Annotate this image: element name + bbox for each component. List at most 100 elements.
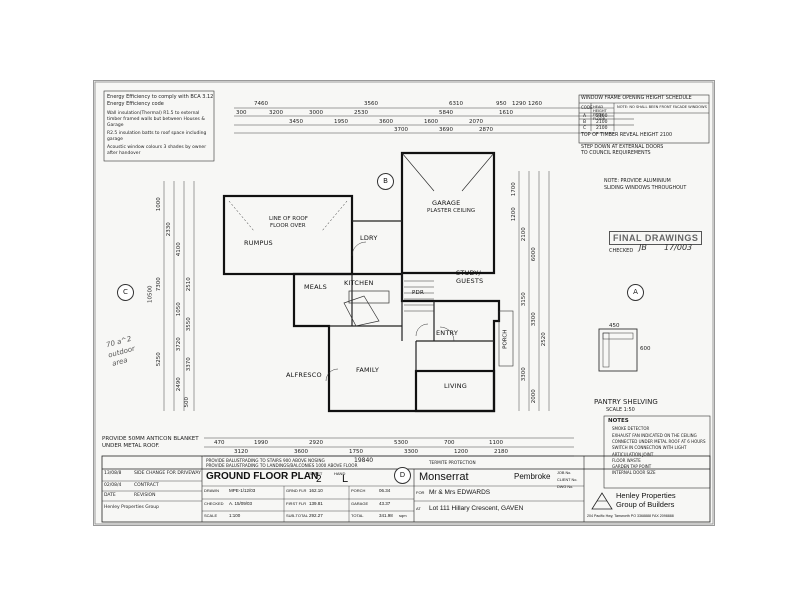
floor-over-label: FLOOR OVER	[270, 223, 306, 229]
pantry-scale: SCALE 1:50	[606, 407, 635, 413]
dimension-label: 5300	[394, 440, 408, 446]
company-name-2: Group of Builders	[616, 500, 675, 509]
client-name: Mr & Mrs EDWARDS	[429, 489, 491, 496]
energy-note-line: after handover	[107, 151, 141, 156]
job-label: DWG No.	[557, 485, 574, 489]
garage-ceiling-note: PLASTER CEILING	[427, 208, 476, 214]
schedule-header: NOTE: NO SHALL BEEN FRONT FACADE WINDOWS	[617, 105, 707, 109]
grid-marker-a: A	[627, 284, 644, 301]
at-label: AT	[416, 506, 421, 511]
dimension-label: 2510	[185, 277, 192, 292]
dimension-label: 1200	[454, 449, 468, 455]
schedule-height: 2100	[596, 120, 608, 125]
drawing-sheet: Energy Efficiency to comply with BCA 3.1…	[93, 80, 715, 526]
dimension-label: 1750	[349, 449, 363, 455]
schedule-header: HEAD HEIGHT FROM FLOOR	[593, 105, 607, 121]
energy-note-line: Wall insulation(Thermal) R1.5 to externa…	[107, 111, 200, 116]
company-name: Henley Properties	[616, 491, 676, 500]
dimension-label: 5250	[155, 352, 162, 367]
room-guests: GUESTS	[456, 277, 484, 285]
dimension-label: 1990	[254, 440, 268, 446]
dimension-label: 6310	[449, 101, 463, 107]
dimension-label: 2000	[530, 389, 537, 404]
overall-dimension: 19840	[354, 457, 374, 464]
area-value: 162.10	[309, 488, 323, 493]
dimension-label: 3300	[404, 449, 418, 455]
area-value: 139.81	[309, 501, 323, 506]
dimension-label: 1100	[489, 440, 503, 446]
energy-note-line: garage	[107, 137, 123, 142]
area-label: PORCH	[351, 488, 366, 493]
schedule-code: A	[583, 114, 587, 119]
revision-date: 13/08/8	[104, 471, 122, 476]
pantry-title: PANTRY SHELVING	[594, 398, 658, 406]
window-schedule-title: WINDOW FRAME OPENING HEIGHT SCHEDULE	[581, 96, 692, 101]
energy-notes-subtitle: Energy Efficiency code	[107, 101, 164, 107]
pantry-dim-side: 600	[640, 346, 651, 352]
energy-note-line: Garage	[107, 123, 124, 128]
notes-legend-line: GARDEN TAP POINT	[612, 464, 652, 469]
site-address: Lot 111 Hillary Crescent, GAVEN	[429, 505, 524, 512]
dimension-label: 1600	[424, 119, 438, 125]
drawn-value: MPE-1/12/03	[229, 488, 256, 493]
dimension-label: 3300	[520, 367, 527, 382]
energy-note-line: R2.5 insulation batts to roof space incl…	[107, 131, 207, 136]
notes-legend-title: NOTES	[608, 418, 629, 424]
dimension-label: 3550	[185, 317, 192, 332]
dimension-label: 5840	[439, 110, 453, 116]
schedule-code: C	[583, 126, 587, 131]
energy-note-line: Acoustic window colours 3 shades by owne…	[107, 145, 207, 150]
room-ldry: LDRY	[360, 234, 378, 242]
dimension-label: 1200	[510, 207, 517, 222]
energy-notes-title: Energy Efficiency to comply with BCA 3.1…	[107, 94, 214, 100]
dimension-label: 950	[496, 101, 507, 107]
room-garage: GARAGE	[432, 199, 461, 207]
schedule-height: 2100	[596, 126, 608, 131]
checked-label-tb: CHECKED	[204, 501, 224, 506]
notes-legend-line: CONNECTED UNDER METAL ROOF AT 6 HOURS	[612, 439, 706, 444]
dimension-label: 3000	[309, 110, 323, 116]
dimension-label: 700	[444, 440, 455, 446]
schedule-header: CODE	[581, 105, 593, 110]
dimension-label: 300	[236, 110, 247, 116]
dimension-label: 470	[214, 440, 225, 446]
dimension-label: 3370	[185, 357, 192, 372]
dimension-label: 2180	[494, 449, 508, 455]
grid-marker-c: C	[117, 284, 134, 301]
checked-date: 17/003	[664, 243, 693, 252]
dimension-label: 2330	[165, 222, 172, 237]
schedule-code: B	[583, 120, 587, 125]
job-label: CLIENT No.	[557, 478, 578, 482]
dimension-label: 3150	[520, 292, 527, 307]
notes-legend-line: EXHAUST FAN INDICATED ON THE CEILING	[612, 433, 697, 438]
room-study: STUDY/	[456, 269, 481, 277]
hand-value: L	[342, 473, 349, 485]
revision-text: SIDE CHANGE FOR DRIVEWAY	[134, 471, 201, 476]
scale-label: SCALE	[204, 513, 218, 518]
termite-note: TERMITE PROTECTION	[429, 460, 476, 465]
dimension-label: 7300	[155, 277, 162, 292]
dimension-label: 2100	[520, 227, 527, 242]
step-down-note: STEP DOWN AT EXTERNAL DOORS	[581, 145, 664, 150]
reveal-height-note: TOP OF TIMBER REVEAL HEIGHT 2100	[581, 133, 673, 138]
dimension-label: 2870	[479, 127, 493, 133]
notes-legend-line: SMOKE DETECTOR	[612, 426, 650, 431]
aluminium-note: NOTE: PROVIDE ALUMINIUM	[604, 179, 671, 184]
area-label: GARAGE	[351, 501, 369, 506]
dimension-label: 3120	[234, 449, 248, 455]
for-label: FOR	[416, 490, 425, 495]
room-alfresco: ALFRESCO	[286, 371, 322, 379]
dimension-label: 500	[184, 397, 190, 408]
dimension-label: 1290	[512, 101, 526, 107]
dimension-label: 3690	[439, 127, 453, 133]
scale-value: 1:100	[229, 513, 241, 518]
copyright-note: Henley Properties Group	[104, 505, 159, 510]
balustrade-note: PROVIDE BALUSTRADING TO LANDINGS/BALCONI…	[206, 463, 358, 468]
dimension-label: 1050	[175, 302, 182, 317]
dimension-label: 7460	[254, 101, 268, 107]
room-family: FAMILY	[356, 366, 380, 374]
grid-marker-b: B	[377, 173, 394, 190]
dimension-label: 1610	[499, 110, 513, 116]
energy-note-line: timber framed walls but between Houses &	[107, 117, 205, 122]
revision-header: REVISION	[134, 493, 156, 498]
